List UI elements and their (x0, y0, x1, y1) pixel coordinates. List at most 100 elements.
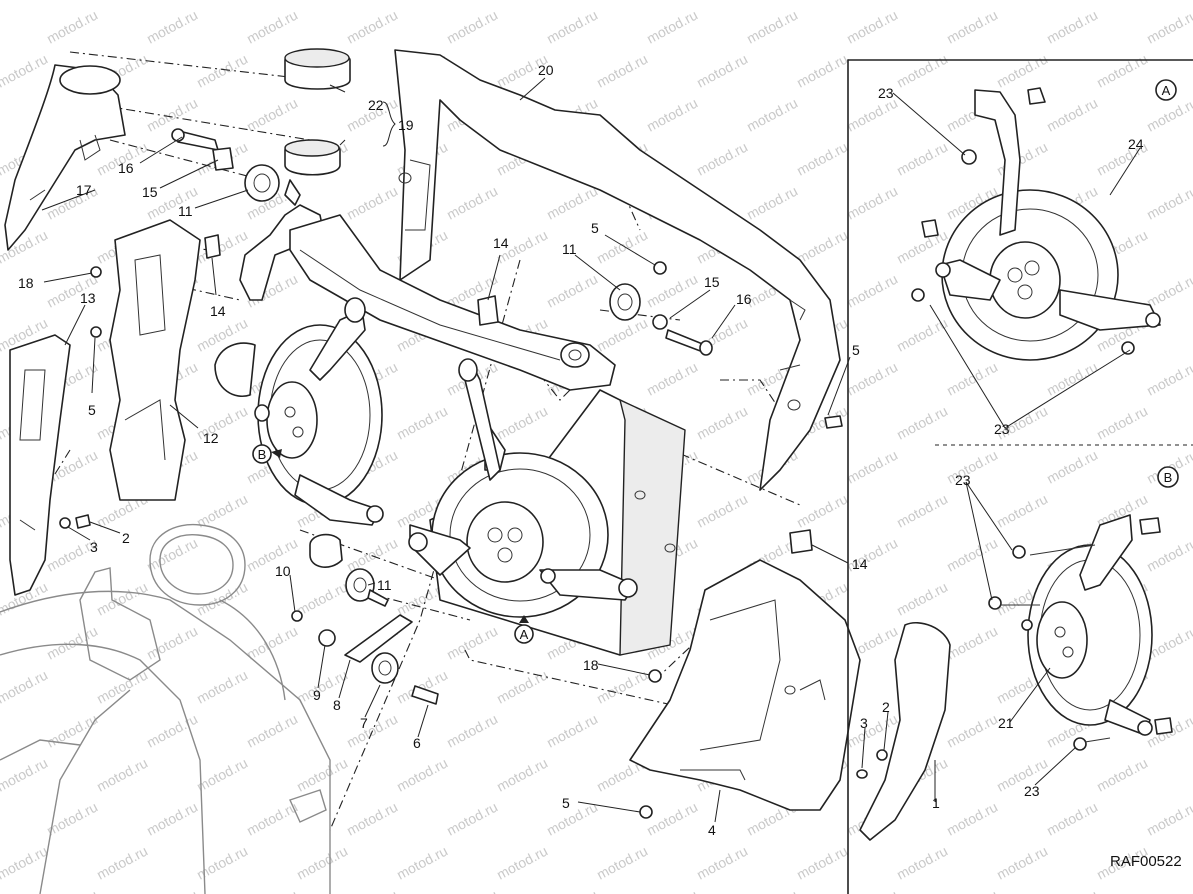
watermark-text: motod.ru (594, 315, 650, 355)
detail-panel-a (847, 59, 1193, 894)
watermark-text: motod.ru (694, 0, 750, 3)
hardware-center-top (609, 261, 713, 356)
watermark-text: motod.ru (1044, 7, 1100, 47)
watermark-text: motod.ru (444, 623, 500, 663)
watermark-text: motod.ru (1044, 887, 1100, 894)
callout-18b: 18 (583, 657, 599, 673)
watermark-text: motod.ru (544, 271, 600, 311)
callout-22: 22 (368, 97, 384, 113)
callout-16: 16 (118, 160, 134, 176)
watermark-text: motod.ru (894, 139, 950, 179)
watermark-text: motod.ru (744, 887, 800, 894)
watermark-text: motod.ru (944, 535, 1000, 575)
watermark-text: motod.ru (494, 755, 550, 795)
view-marker-a-main: A (514, 615, 534, 644)
callout-16b: 16 (736, 291, 752, 307)
watermark-text: motod.ru (594, 667, 650, 707)
callout-2: 2 (122, 530, 130, 546)
watermark-text: motod.ru (544, 887, 600, 894)
watermark-text: motod.ru (144, 887, 200, 894)
watermark-text: motod.ru (844, 7, 900, 47)
callout-5c: 5 (852, 342, 860, 358)
detail-panel-b (988, 514, 1173, 751)
drawing-reference-code: RAF00522 (1110, 853, 1182, 870)
callout-11: 11 (178, 203, 193, 219)
watermark-text: motod.ru (944, 447, 1000, 487)
watermark-text: motod.ru (694, 843, 750, 883)
watermark-text: motod.ru (444, 887, 500, 894)
watermark-text: motod.ru (144, 535, 200, 575)
svg-text:B: B (258, 447, 267, 462)
watermark-text: motod.ru (94, 843, 150, 883)
watermark-text: motod.ru (694, 139, 750, 179)
watermark-text: motod.ru (394, 403, 450, 443)
fan-b-assembly (254, 297, 384, 568)
watermark-text: motod.ru (244, 711, 300, 751)
watermark-text: motod.ru (1144, 887, 1193, 894)
callout-11b: 11 (562, 241, 577, 257)
watermark-text: motod.ru (1144, 271, 1193, 311)
watermark-text: motod.ru (394, 0, 450, 3)
watermark-text: motod.ru (794, 51, 850, 91)
watermark-text: motod.ru (394, 755, 450, 795)
watermark-text: motod.ru (694, 51, 750, 91)
watermark-text: motod.ru (194, 51, 250, 91)
watermark-text: motod.ru (294, 0, 350, 3)
watermark-text: motod.ru (744, 183, 800, 223)
side-cover-lower (9, 334, 71, 596)
watermark-text: motod.ru (944, 799, 1000, 839)
watermark-text: motod.ru (844, 447, 900, 487)
watermark-text: motod.ru (1094, 51, 1150, 91)
watermark-text: motod.ru (494, 667, 550, 707)
watermark-text: motod.ru (594, 843, 650, 883)
callout-5: 5 (88, 402, 96, 418)
chassis-frame-outline (0, 523, 331, 894)
watermark-text: motod.ru (794, 491, 850, 531)
callout-14: 14 (210, 303, 226, 319)
callout-23a-bottom: 23 (994, 421, 1010, 437)
callout-8: 8 (333, 697, 341, 713)
callout-15b: 15 (704, 274, 720, 290)
watermark-text: motod.ru (794, 0, 850, 3)
callout-14c: 14 (852, 556, 868, 572)
watermark-text: motod.ru (644, 359, 700, 399)
watermark-text: motod.ru (1044, 799, 1100, 839)
callout-21: 21 (998, 715, 1014, 731)
watermark-text: motod.ru (444, 7, 500, 47)
watermark-text: motod.ru (0, 51, 50, 91)
watermark-text: motod.ru (1144, 359, 1193, 399)
watermark-text: motod.ru (1144, 95, 1193, 135)
callout-11c: 11 (377, 577, 392, 593)
watermark-text: motod.ru (0, 755, 50, 795)
watermark-text: motod.ru (194, 755, 250, 795)
watermark-text: motod.ru (344, 183, 400, 223)
watermark-text: motod.ru (844, 711, 900, 751)
watermark-text: motod.ru (44, 7, 100, 47)
view-marker-b-main: B (252, 444, 282, 464)
callout-5b: 5 (591, 220, 599, 236)
callout-3b: 3 (860, 715, 868, 731)
watermark-text: motod.ru (644, 271, 700, 311)
watermark-text: motod.ru (44, 623, 100, 663)
radiator-frame-bracket (289, 214, 616, 391)
callout-2b: 2 (882, 699, 890, 715)
watermark-text: motod.ru (994, 51, 1050, 91)
callout-14b: 14 (493, 235, 509, 251)
watermark-text: motod.ru (244, 95, 300, 135)
callout-3: 3 (90, 539, 98, 555)
callout-4: 4 (708, 822, 716, 838)
watermark-text: motod.ru (294, 579, 350, 619)
watermark-text: motod.ru (944, 7, 1000, 47)
watermark-text: motod.ru (994, 0, 1050, 3)
callout-10: 10 (275, 563, 291, 579)
watermark-text: motod.ru (94, 579, 150, 619)
callout-5d: 5 (562, 795, 570, 811)
upper-air-duct-shroud (394, 49, 841, 491)
watermark-text: motod.ru (194, 579, 250, 619)
callout-20: 20 (538, 62, 554, 78)
watermark-text: motod.ru (1144, 183, 1193, 223)
watermark-text: motod.ru (694, 491, 750, 531)
watermark-text: motod.ru (794, 139, 850, 179)
watermark-text: motod.ru (1094, 403, 1150, 443)
